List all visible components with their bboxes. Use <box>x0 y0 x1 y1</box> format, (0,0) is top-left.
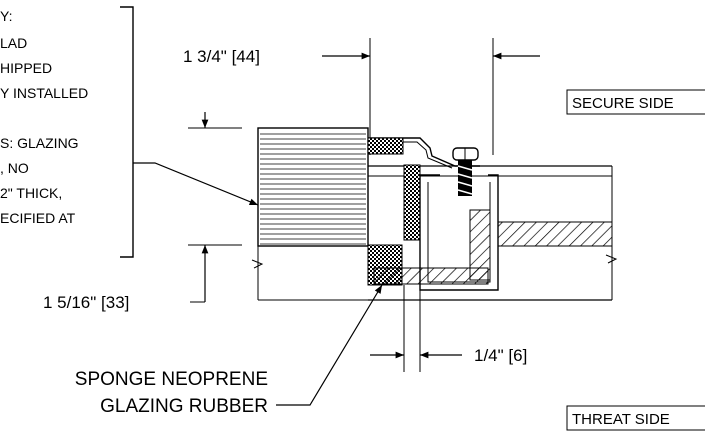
steel-bar-horizontal <box>497 221 613 247</box>
note-line: S: GLAZING <box>0 135 79 151</box>
dimension-top: 1 3/4" [44] <box>183 38 540 155</box>
rubber-label-line1: SPONGE NEOPRENE <box>75 369 268 390</box>
dimension-bottom: 1 5/16" [33] <box>43 112 242 312</box>
threat-side-box: THREAT SIDE <box>566 405 705 431</box>
note-line: Y INSTALLED <box>0 85 88 101</box>
note-line: HIPPED <box>0 60 52 76</box>
note-line: ECIFIED AT <box>0 210 76 226</box>
note-line: , NO <box>0 160 29 176</box>
fastener <box>452 147 479 196</box>
dimension-bottom-label: 1 5/16" [33] <box>43 293 129 312</box>
note-line: 2" THICK, <box>0 185 62 201</box>
setting-block <box>373 267 489 285</box>
note-bracket <box>120 6 134 258</box>
note-line: Y: <box>0 8 12 24</box>
dimension-gap-label: 1/4" [6] <box>474 346 527 365</box>
neoprene-gasket <box>367 164 421 286</box>
threat-side-label: THREAT SIDE <box>572 411 670 428</box>
rubber-label-line2: GLAZING RUBBER <box>100 396 268 417</box>
note-line: LAD <box>0 35 27 51</box>
dimension-gap: 1/4" [6] <box>370 285 527 372</box>
note-leader <box>133 162 259 206</box>
secure-side-label: SECURE SIDE <box>572 95 674 112</box>
dimension-top-label: 1 3/4" [44] <box>183 47 260 66</box>
rubber-callout: SPONGE NEOPRENE GLAZING RUBBER <box>75 284 383 417</box>
glazing-panel <box>251 127 369 301</box>
secure-side-box: SECURE SIDE <box>566 89 705 115</box>
left-note: Y: LAD HIPPED Y INSTALLED S: GLAZING , N… <box>0 8 88 226</box>
